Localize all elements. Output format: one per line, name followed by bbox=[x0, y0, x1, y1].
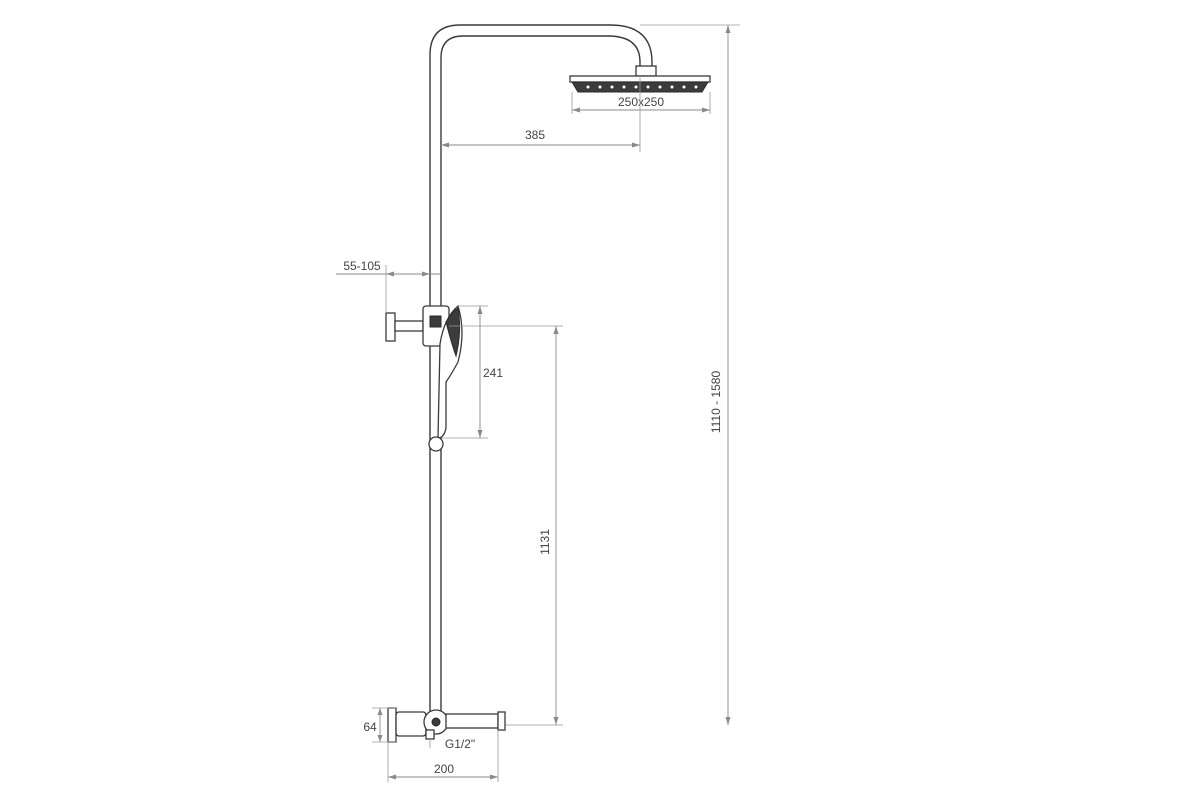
head-size-label: 250x250 bbox=[618, 95, 664, 109]
thread-label: G1/2" bbox=[445, 737, 475, 751]
arm-reach-label: 385 bbox=[525, 128, 545, 142]
hand-shower bbox=[428, 304, 463, 452]
thread-callout: G1/2" bbox=[429, 737, 475, 751]
dimension-head-size: 250x250 bbox=[571, 92, 711, 114]
wall-bracket bbox=[385, 305, 450, 347]
dimension-mixer-width: 200 bbox=[387, 730, 499, 782]
dimension-holder-height: 1131 bbox=[449, 325, 563, 726]
handshower-length-label: 241 bbox=[483, 366, 503, 380]
total-height-label: 1110 - 1580 bbox=[709, 371, 723, 434]
holder-offset-label: 55-105 bbox=[343, 259, 381, 273]
dimension-total-height: 1110 - 1580 bbox=[709, 25, 731, 725]
holder-height-label: 1131 bbox=[538, 529, 552, 555]
mixer-height-label: 64 bbox=[363, 720, 377, 734]
dimension-arm-reach: 385 bbox=[441, 76, 641, 152]
dimension-holder-offset: 55-105 bbox=[336, 259, 441, 313]
dimension-mixer-height: 64 bbox=[363, 707, 396, 743]
dimension-handshower-length: 241 bbox=[442, 305, 503, 439]
mixer-width-label: 200 bbox=[434, 762, 454, 776]
riser-pipe bbox=[429, 24, 653, 720]
